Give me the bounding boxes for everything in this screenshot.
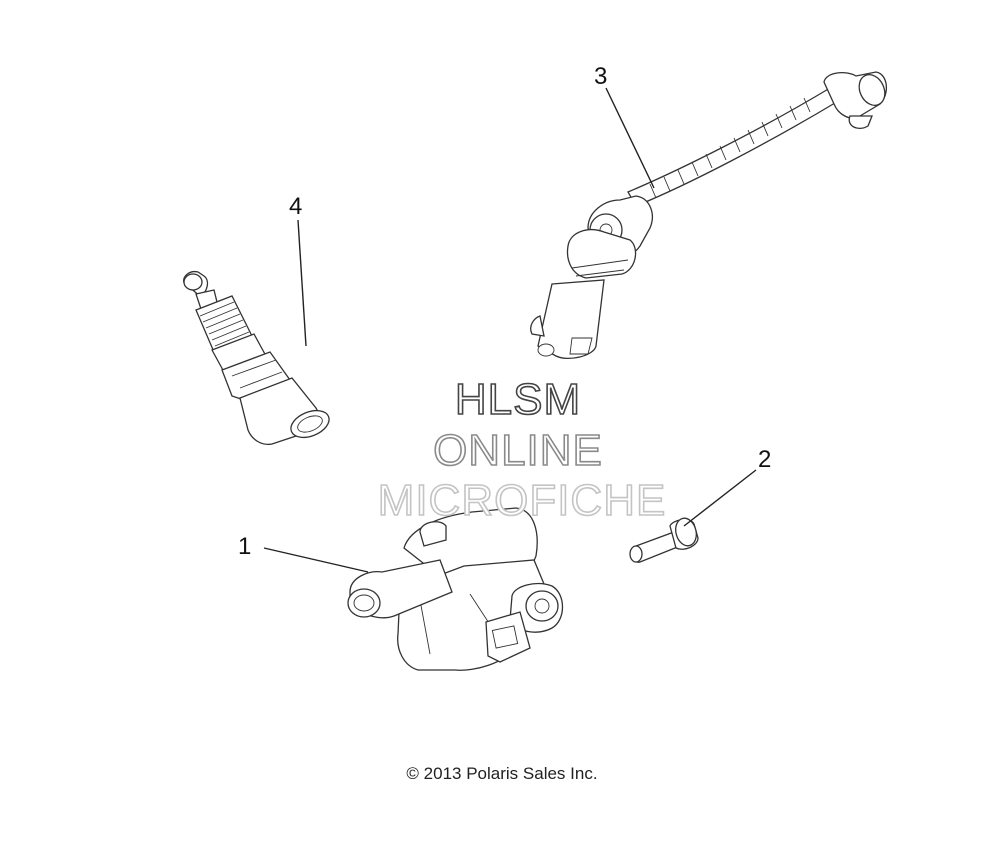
- ignition-coil-part[interactable]: [347, 507, 564, 671]
- watermark-line-2: ONLINE: [433, 426, 603, 475]
- callout-3[interactable]: 3: [594, 63, 607, 90]
- watermark-line-1: HLSM: [455, 375, 581, 424]
- copyright-text: © 2013 Polaris Sales Inc.: [406, 764, 597, 783]
- watermark-line-3: MICROFICHE: [378, 476, 667, 525]
- ignition-wire-part[interactable]: [530, 70, 890, 360]
- leader-line-3: [605, 87, 655, 189]
- bolt-part[interactable]: [629, 516, 699, 563]
- callout-2[interactable]: 2: [758, 446, 771, 473]
- leader-line-1: [263, 547, 369, 573]
- leader-line-2: [683, 469, 757, 527]
- callout-1[interactable]: 1: [238, 533, 251, 560]
- spark-plug-part[interactable]: [183, 270, 333, 446]
- callout-4[interactable]: 4: [289, 193, 302, 220]
- leader-line-4: [297, 219, 307, 347]
